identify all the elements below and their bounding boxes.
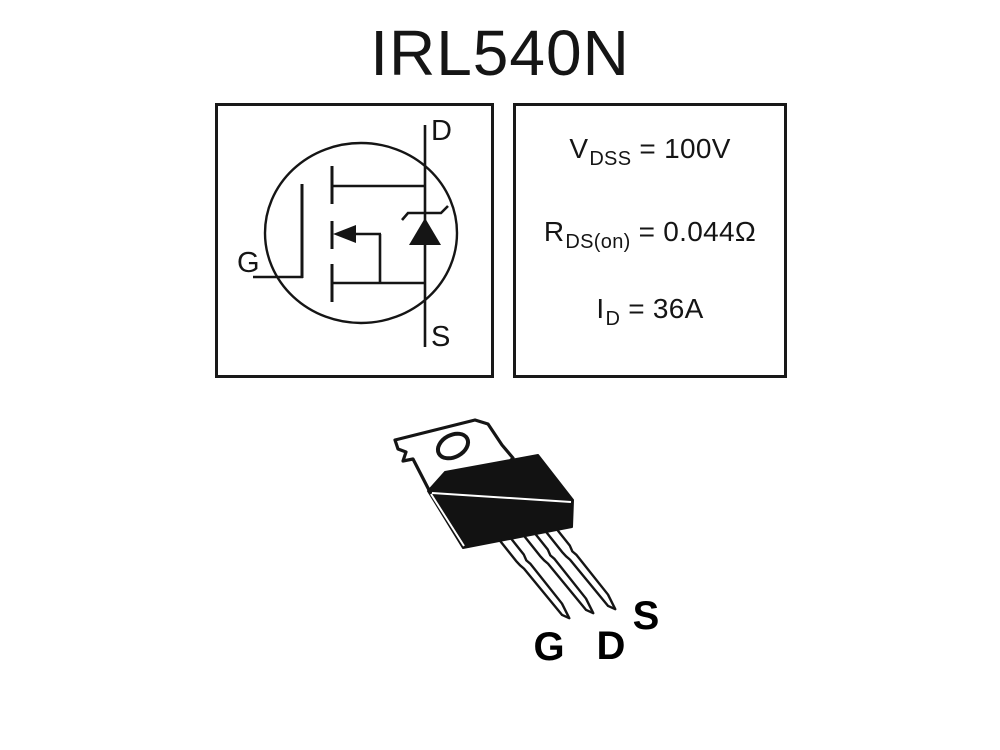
source-lead bbox=[540, 519, 617, 611]
package-body bbox=[427, 454, 574, 549]
spec-id-value: = 36A bbox=[628, 293, 704, 324]
spec-id-subscript: D bbox=[605, 308, 621, 330]
part-number-title: IRL540N bbox=[370, 17, 630, 89]
source-pin-label: S bbox=[431, 321, 450, 353]
body-diode-cathode-bar bbox=[401, 205, 449, 221]
spec-id-symbol: I bbox=[596, 293, 605, 324]
drain-lead bbox=[518, 523, 595, 615]
package-drain-label: D bbox=[597, 624, 626, 668]
spec-rdson-subscript: DS(on) bbox=[565, 231, 631, 253]
mosfet-symbol-panel: D S G bbox=[215, 103, 494, 378]
mosfet-symbol-schematic: D S G bbox=[237, 115, 459, 353]
spec-vdss-value: = 100V bbox=[639, 133, 731, 164]
mounting-hole bbox=[435, 431, 471, 461]
symbol-boundary-circle bbox=[263, 141, 459, 325]
package-edge-highlight-side bbox=[430, 493, 465, 547]
spec-rdson-value: = 0.044Ω bbox=[638, 216, 757, 247]
spec-vdss-subscript: DSS bbox=[589, 148, 632, 170]
package-edge-highlight-front bbox=[431, 492, 572, 503]
body-diode-triangle bbox=[409, 218, 441, 245]
body-arrowhead bbox=[333, 225, 356, 243]
spec-rdson-symbol: R bbox=[543, 216, 565, 247]
package-gate-label: G bbox=[533, 625, 564, 669]
to220-package-drawing: G D S bbox=[393, 418, 660, 669]
spec-vdss-symbol: V bbox=[569, 133, 589, 164]
drain-pin-label: D bbox=[431, 115, 452, 147]
package-source-label: S bbox=[633, 594, 660, 638]
gate-lead bbox=[494, 528, 571, 620]
gate-pin-label: G bbox=[237, 247, 260, 279]
